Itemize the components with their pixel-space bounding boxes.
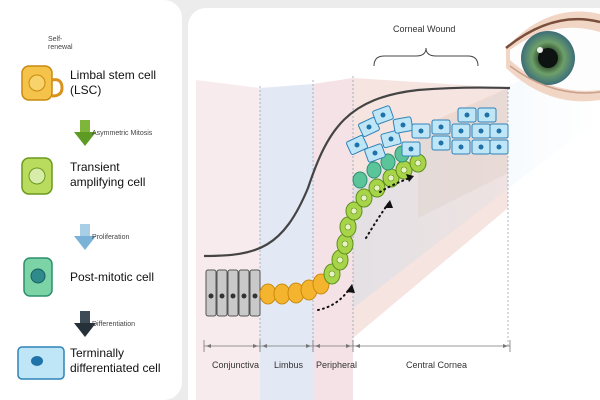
diagram-panel: Corneal Wound Conjunctiva Limbus Periphe… [188, 8, 600, 400]
terminal-label: Terminally differentiated cell [70, 346, 161, 375]
conjunctiva-nuclei [208, 293, 258, 299]
differentiation-label: Differentiation [92, 321, 136, 328]
lsc-label: Limbal stem cell (LSC) [70, 68, 157, 97]
eye-icon [505, 11, 600, 102]
peripheral-shade [313, 78, 353, 400]
post-mitotic-label: Post-mitotic cell [70, 270, 155, 284]
limbal-stem-cells [259, 273, 330, 305]
proliferation-arrow-icon [74, 224, 96, 250]
asymmetric-mitosis-arrow-icon [74, 120, 96, 146]
transient-amplifying-cell-icon [21, 157, 53, 195]
terminally-differentiated-cell-icon [17, 346, 65, 380]
proliferation-label: Proliferation [92, 234, 130, 241]
region-peripheral: Peripheral [316, 360, 358, 370]
differentiation-arrow-icon [74, 311, 96, 337]
asymmetric-mitosis-label: Asymmetric Mitosis [92, 130, 153, 137]
terminal-nuclei [354, 112, 502, 156]
self-renewal-label: Self- renewal [48, 36, 73, 51]
region-limbus: Limbus [274, 360, 304, 370]
legend-panel: Self- renewal [0, 0, 182, 400]
ta-nuclei [328, 159, 422, 278]
limbus-shade [260, 84, 313, 400]
corneal-wound-label: Corneal Wound [393, 24, 456, 34]
axis-arrowheads [206, 344, 508, 348]
lsc-cell-icon [21, 65, 64, 101]
legend-graphics [17, 65, 96, 380]
wound-bracket [373, 47, 479, 67]
transient-amplifying-label: Transient amplifying cell [70, 160, 146, 189]
region-conjunctiva: Conjunctiva [212, 360, 260, 370]
epithelium-curve [203, 86, 511, 258]
post-mitotic-cell-icon [23, 257, 53, 297]
cornea-diagram [196, 11, 600, 400]
conjunctiva-cells [205, 269, 261, 317]
region-central-cornea: Central Cornea [406, 360, 468, 370]
migration-arrowheads [346, 174, 414, 293]
conjunctiva-shade [196, 80, 260, 400]
eye-beam [353, 33, 600, 308]
